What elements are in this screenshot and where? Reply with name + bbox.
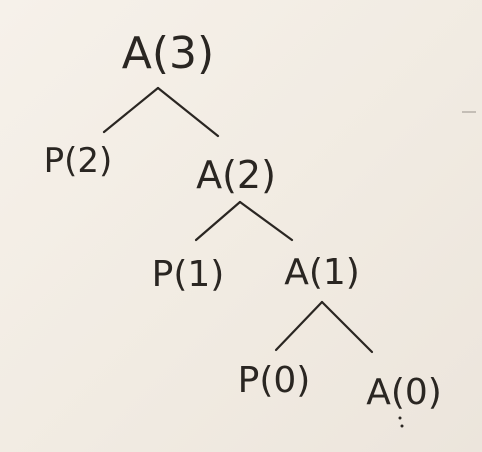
edge-a3-p2	[102, 86, 160, 134]
edge-a3-a2	[156, 86, 220, 138]
edge-a1-a0	[320, 300, 374, 354]
edge-a1-p0	[274, 300, 324, 352]
ink-dot	[400, 424, 404, 428]
edge-a2-a1	[238, 200, 294, 242]
edge-a2-p1	[194, 200, 242, 242]
node-p1: P(1)	[152, 254, 225, 295]
node-p2: P(2)	[44, 141, 113, 181]
node-a1: A(1)	[284, 252, 360, 293]
node-a0: A(0)	[366, 372, 442, 413]
ink-dot	[398, 416, 402, 420]
node-p0: P(0)	[238, 360, 311, 401]
node-a2: A(2)	[196, 153, 276, 197]
node-a3: A(3)	[122, 28, 214, 79]
